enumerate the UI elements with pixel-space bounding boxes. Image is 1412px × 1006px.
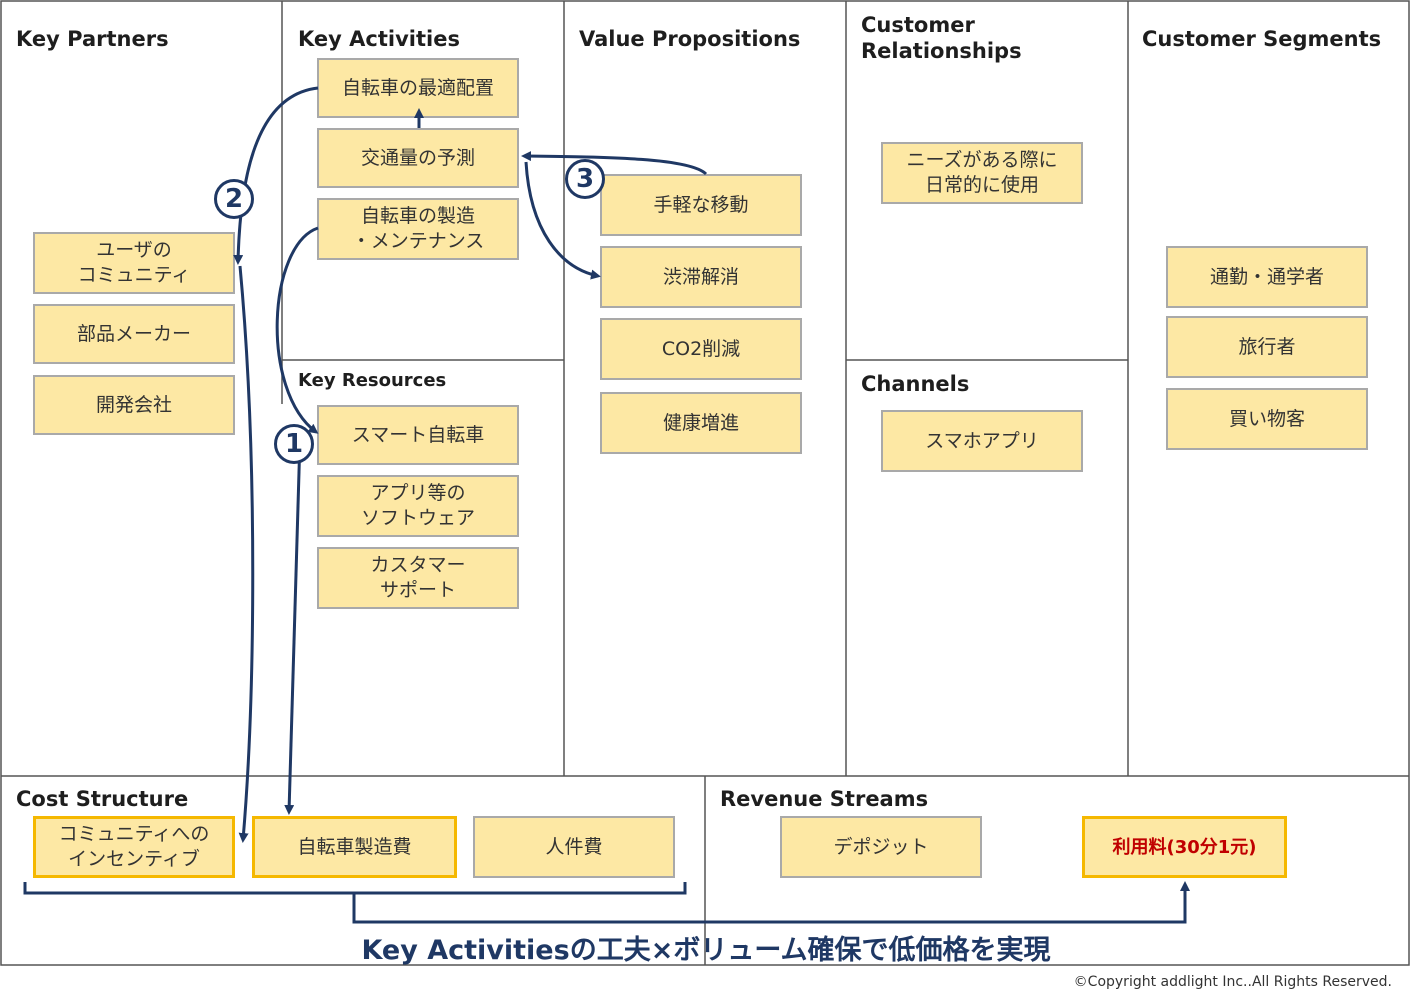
note-manufacturing-maintenance: 自転車の製造 ・メンテナンス <box>317 198 519 260</box>
note-usage-fee: 利用料(30分1元) <box>1082 816 1287 878</box>
note-traffic-forecast: 交通量の予測 <box>317 128 519 188</box>
note-easy-travel: 手軽な移動 <box>600 174 802 236</box>
note-community-incentive: コミュニティへの インセンティブ <box>33 816 235 878</box>
summary-text: Key Activitiesの工夫×ボリューム確保で低価格を実現 <box>361 935 1051 966</box>
revenue-streams-title: Revenue Streams <box>720 787 929 811</box>
arrow-1-to-manufacturing-cost <box>284 437 302 815</box>
note-travelers: 旅行者 <box>1166 316 1368 378</box>
arrow-3-to-traffic-relief <box>524 161 601 280</box>
arrow-2-to-community <box>233 86 319 265</box>
note-developer: 開発会社 <box>33 375 235 435</box>
value-propositions-title: Value Propositions <box>579 27 801 51</box>
arrow-1-to-smart-bike <box>275 226 319 434</box>
note-smartphone-app: スマホアプリ <box>881 410 1083 472</box>
note-co2-reduction: CO2削減 <box>600 318 802 380</box>
note-traffic-relief: 渋滞解消 <box>600 246 802 308</box>
note-parts-maker: 部品メーカー <box>33 304 235 364</box>
marker-1: 1 <box>274 424 314 464</box>
note-daily-use: ニーズがある際に 日常的に使用 <box>881 142 1083 204</box>
note-shoppers: 買い物客 <box>1166 388 1368 450</box>
key-activities-title: Key Activities <box>298 27 460 51</box>
copyright: ©Copyright addlight Inc..All Rights Rese… <box>1073 974 1392 990</box>
note-software: アプリ等の ソフトウェア <box>317 475 519 537</box>
customer-relationships-title: Customer Relationships <box>861 13 1022 63</box>
arrow-bracket-to-revenue <box>352 881 1190 924</box>
marker-3: 3 <box>565 159 605 199</box>
note-commuters: 通勤・通学者 <box>1166 246 1368 308</box>
key-partners-title: Key Partners <box>16 27 169 51</box>
note-manufacturing-cost: 自転車製造費 <box>252 816 457 878</box>
arrow-2-to-incentive <box>238 265 255 843</box>
key-resources-title: Key Resources <box>298 370 447 391</box>
channels-title: Channels <box>861 372 970 396</box>
cost-bracket <box>23 882 687 895</box>
cost-structure-title: Cost Structure <box>16 787 189 811</box>
note-customer-support: カスタマー サポート <box>317 547 519 609</box>
note-labor-cost: 人件費 <box>473 816 675 878</box>
note-smart-bike: スマート自転車 <box>317 405 519 465</box>
arrow-3-to-forecast <box>521 151 708 176</box>
note-health: 健康増進 <box>600 392 802 454</box>
marker-2: 2 <box>214 179 254 219</box>
note-user-community: ユーザの コミュニティ <box>33 232 235 294</box>
note-deposit: デポジット <box>780 816 982 878</box>
customer-segments-title: Customer Segments <box>1142 27 1382 51</box>
